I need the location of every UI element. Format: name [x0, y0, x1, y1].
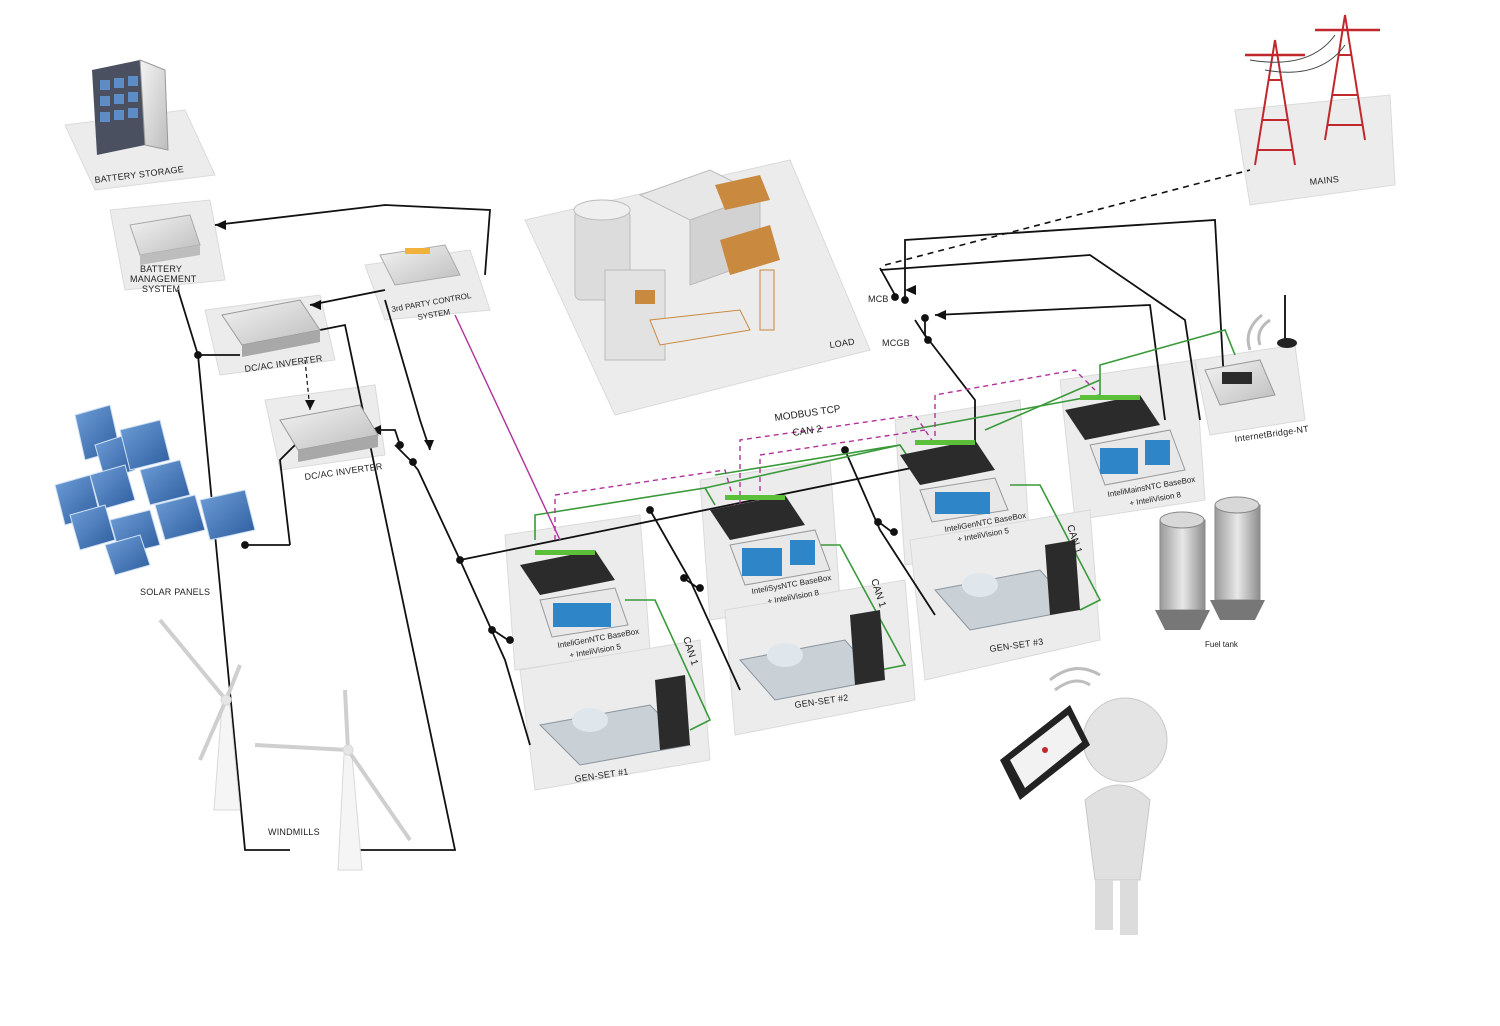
label-bms-2: MANAGEMENT	[130, 274, 197, 284]
modbus-lines	[554, 369, 1096, 540]
label-solar-panels: SOLAR PANELS	[140, 587, 210, 597]
label-modbus: MODBUS TCP	[774, 404, 842, 424]
label-bms-1: BATTERY	[140, 264, 182, 274]
controller-intelisys	[710, 495, 831, 586]
inverter-2-unit	[279, 404, 379, 462]
label-windmills: WINDMILLS	[268, 827, 320, 837]
controller-inteligen-1	[520, 550, 629, 638]
label-mcgb: MCGB	[882, 338, 910, 348]
genset-1-unit	[538, 675, 692, 766]
label-mains: MAINS	[1309, 174, 1339, 187]
fuel-tank-unit	[1155, 496, 1265, 630]
genset-3-unit	[934, 540, 1080, 631]
mains-pylons	[1245, 14, 1380, 166]
mains-dashed-line	[884, 169, 1251, 266]
third-party-control-unit	[379, 244, 461, 286]
controller-intelimains	[1065, 395, 1186, 486]
load-factory	[573, 169, 780, 361]
inverter-1-unit	[221, 299, 321, 357]
battery-storage-cabinet	[92, 59, 169, 155]
label-load: LOAD	[829, 337, 856, 350]
controller-inteligen-3	[900, 440, 1009, 523]
label-mcb: MCB	[868, 294, 889, 304]
person-with-tablet	[1000, 667, 1168, 935]
bms-unit	[129, 214, 201, 265]
genset-2-unit	[739, 610, 885, 701]
label-fuel-tank: Fuel tank	[1205, 640, 1239, 649]
label-can2: CAN 2	[792, 424, 823, 439]
solar-panels-array	[54, 404, 256, 576]
windmills-group	[158, 618, 412, 871]
third-party-modbus-line	[454, 314, 561, 541]
internet-bridge-unit	[1204, 295, 1297, 406]
label-bms-3: SYSTEM	[142, 284, 180, 294]
inverter-dashed-link	[304, 359, 311, 411]
